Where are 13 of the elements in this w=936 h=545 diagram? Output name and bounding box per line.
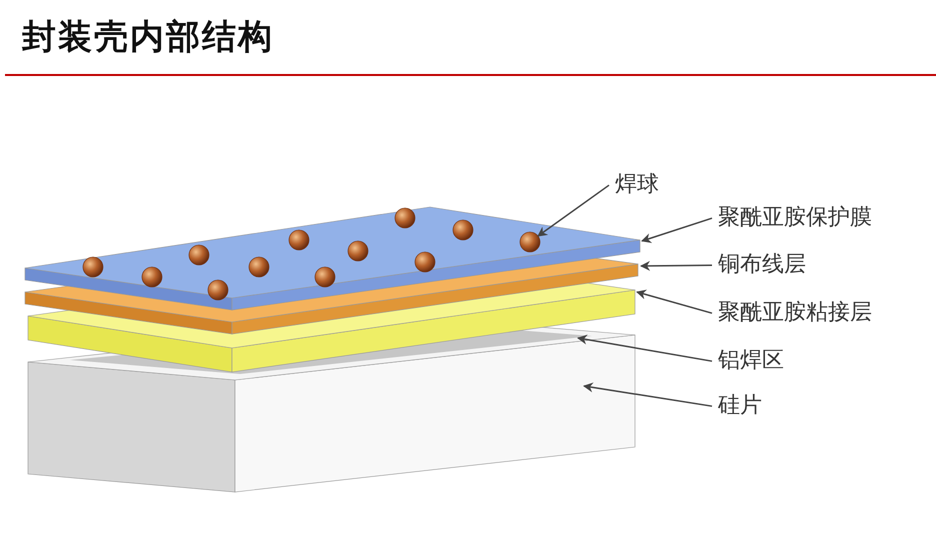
part-label: 铝焊区 xyxy=(718,348,784,374)
leader-line xyxy=(640,260,712,271)
part-label: 硅片 xyxy=(718,393,762,420)
page-title: 封装壳内部结构 xyxy=(22,16,274,59)
part-label: 铜布线层 xyxy=(718,252,806,278)
leader-line xyxy=(583,382,712,407)
part-label: 聚酰亚胺保护膜 xyxy=(718,205,872,232)
part-label: 焊球 xyxy=(615,172,659,198)
leader-line xyxy=(641,217,712,243)
leader-line xyxy=(577,334,712,362)
leader-line xyxy=(537,184,610,237)
leader-line xyxy=(636,290,712,314)
part-label: 聚酰亚胺粘接层 xyxy=(718,300,872,326)
